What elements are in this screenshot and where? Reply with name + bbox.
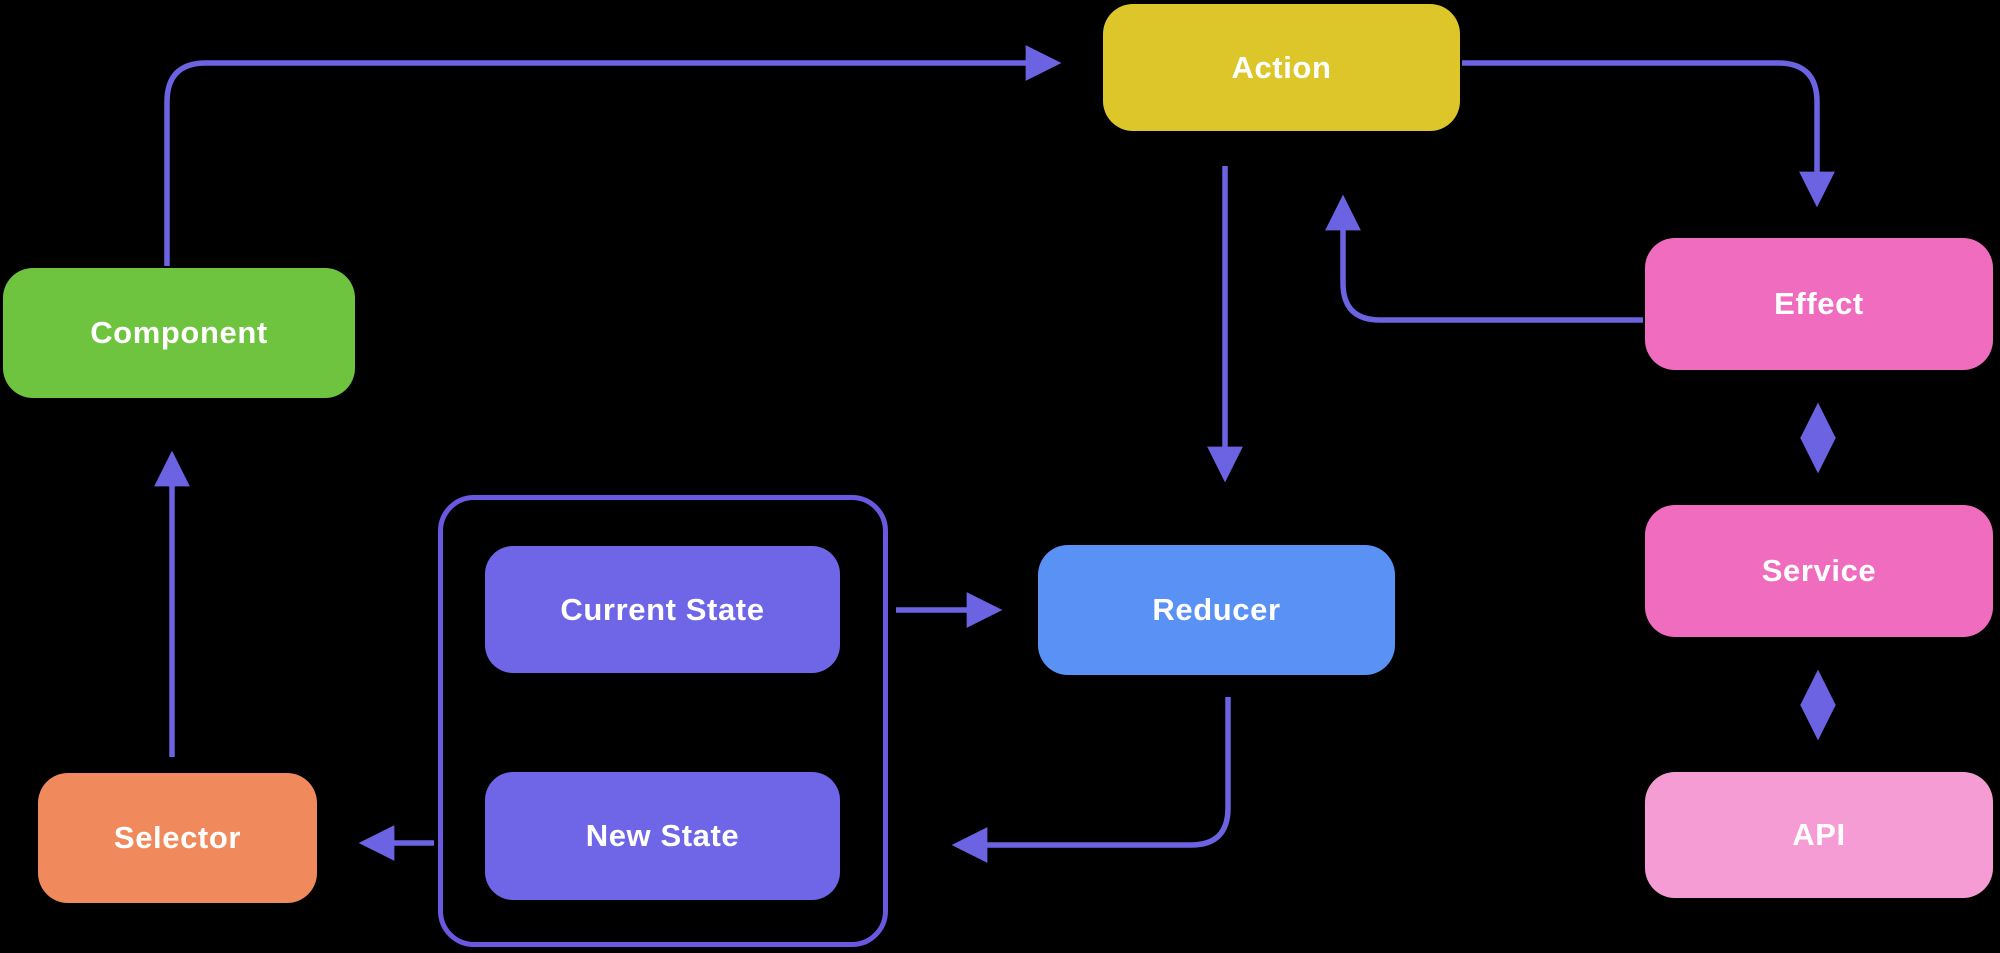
- node-effect: Effect: [1645, 238, 1993, 370]
- node-reducer-label: Reducer: [1152, 592, 1281, 627]
- node-selector: Selector: [38, 773, 317, 903]
- node-service: Service: [1645, 505, 1993, 637]
- node-current-state-label: Current State: [560, 591, 765, 627]
- node-component: Component: [3, 268, 355, 398]
- node-action-label: Action: [1231, 49, 1332, 85]
- node-current-state: Current State: [485, 546, 840, 673]
- edge-action-to-effect: [1462, 60, 1835, 208]
- node-service-label: Service: [1761, 553, 1877, 588]
- node-component-label: Component: [90, 315, 268, 350]
- edge-reducer-to-new-state: [951, 697, 1231, 863]
- node-selector-label: Selector: [113, 820, 242, 855]
- node-reducer: Reducer: [1038, 545, 1395, 675]
- node-action: Action: [1103, 4, 1460, 131]
- state-container: [438, 495, 888, 947]
- node-api: API: [1645, 772, 1993, 898]
- node-api-label: API: [1792, 817, 1846, 852]
- node-effect-label: Effect: [1774, 286, 1864, 321]
- node-new-state-label: New State: [585, 818, 740, 853]
- edge-effect-to-action: [1325, 194, 1643, 323]
- node-new-state: New State: [485, 772, 840, 900]
- edge-component-to-action: [164, 45, 1062, 266]
